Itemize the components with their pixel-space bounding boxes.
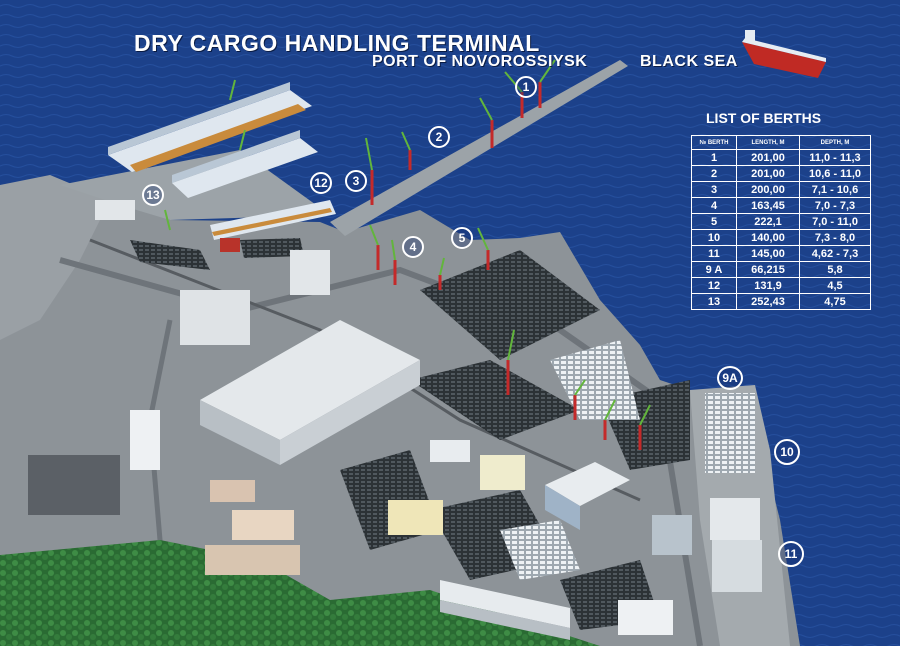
crane-icon (370, 82, 642, 450)
table-cell: 11 (691, 245, 737, 262)
table-cell: 252,43 (736, 293, 800, 310)
berth-marker-4[interactable]: 4 (402, 236, 424, 258)
table-cell: 7,0 - 7,3 (799, 197, 871, 214)
building (290, 250, 330, 295)
table-cell: 200,00 (736, 181, 800, 198)
table-cell: 201,00 (736, 149, 800, 166)
table-cell: 11,0 - 11,3 (799, 149, 871, 166)
building (618, 600, 673, 635)
long-pier (330, 60, 628, 236)
table-header-row: № BERTH LENGTH, M DEPTH, M (691, 135, 871, 150)
table-cell: 5 (691, 213, 737, 230)
main-warehouse (200, 320, 420, 465)
table-cell: 7,3 - 8,0 (799, 229, 871, 246)
table-cell: 7,1 - 10,6 (799, 181, 871, 198)
building (180, 290, 250, 345)
column-header: № BERTH (691, 135, 737, 150)
table-cell: 12 (691, 277, 737, 294)
table-cell: 140,00 (736, 229, 800, 246)
long-warehouse-south (440, 580, 570, 640)
table-cell: 13 (691, 293, 737, 310)
floating-dock-upper (108, 82, 312, 172)
vegetation (0, 540, 600, 646)
berth-marker-12[interactable]: 12 (310, 172, 332, 194)
column-header: LENGTH, M (736, 135, 800, 150)
table-cell: 4,75 (799, 293, 871, 310)
berth-marker-2[interactable]: 2 (428, 126, 450, 148)
berth-marker-1[interactable]: 1 (515, 76, 537, 98)
building (480, 455, 525, 490)
building (652, 515, 692, 555)
table-cell: 1 (691, 149, 737, 166)
table-cell: 201,00 (736, 165, 800, 182)
table-cell: 2 (691, 165, 737, 182)
table-cell: 131,9 (736, 277, 800, 294)
red-container (220, 238, 240, 252)
table-cell: 66,215 (736, 261, 800, 278)
building (232, 510, 294, 540)
warehouse-pier (710, 498, 762, 592)
table-cell: 10,6 - 11,0 (799, 165, 871, 182)
port-name: PORT OF NOVOROSSIYSK (372, 53, 588, 70)
floating-dock-middle (172, 130, 318, 198)
berth-marker-5[interactable]: 5 (451, 227, 473, 249)
building (205, 545, 300, 575)
warehouse-east (545, 462, 630, 530)
ship-icon (742, 30, 826, 78)
table-cell: 145,00 (736, 245, 800, 262)
west-quay (0, 175, 110, 340)
floating-dock-lower (210, 200, 336, 240)
sea-name: BLACK SEA (640, 53, 738, 70)
table-cell: 7,0 - 11,0 (799, 213, 871, 230)
table-cell: 3 (691, 181, 737, 198)
berth-marker-3[interactable]: 3 (345, 170, 367, 192)
berth-marker-11[interactable]: 11 (778, 541, 804, 567)
table-cell: 4 (691, 197, 737, 214)
table-cell: 163,45 (736, 197, 800, 214)
building (430, 440, 470, 462)
admin-building (28, 455, 120, 515)
table-cell: 5,8 (799, 261, 871, 278)
building (95, 200, 135, 220)
container-yard (705, 393, 755, 473)
table-cell: 9 A (691, 261, 737, 278)
building (210, 480, 255, 502)
berth-marker-10[interactable]: 10 (774, 439, 800, 465)
legend-title: LIST OF BERTHS (706, 110, 822, 126)
page-title: DRY CARGO HANDLING TERMINAL (134, 30, 540, 56)
table-cell: 4,62 - 7,3 (799, 245, 871, 262)
building (130, 410, 160, 470)
table-cell: 4,5 (799, 277, 871, 294)
column-header: DEPTH, M (799, 135, 871, 150)
building (388, 500, 443, 535)
berth-marker-13[interactable]: 13 (142, 184, 164, 206)
crane-boom (164, 59, 651, 426)
table-cell: 10 (691, 229, 737, 246)
berth-marker-9a[interactable]: 9A (717, 366, 743, 390)
table-cell: 222,1 (736, 213, 800, 230)
